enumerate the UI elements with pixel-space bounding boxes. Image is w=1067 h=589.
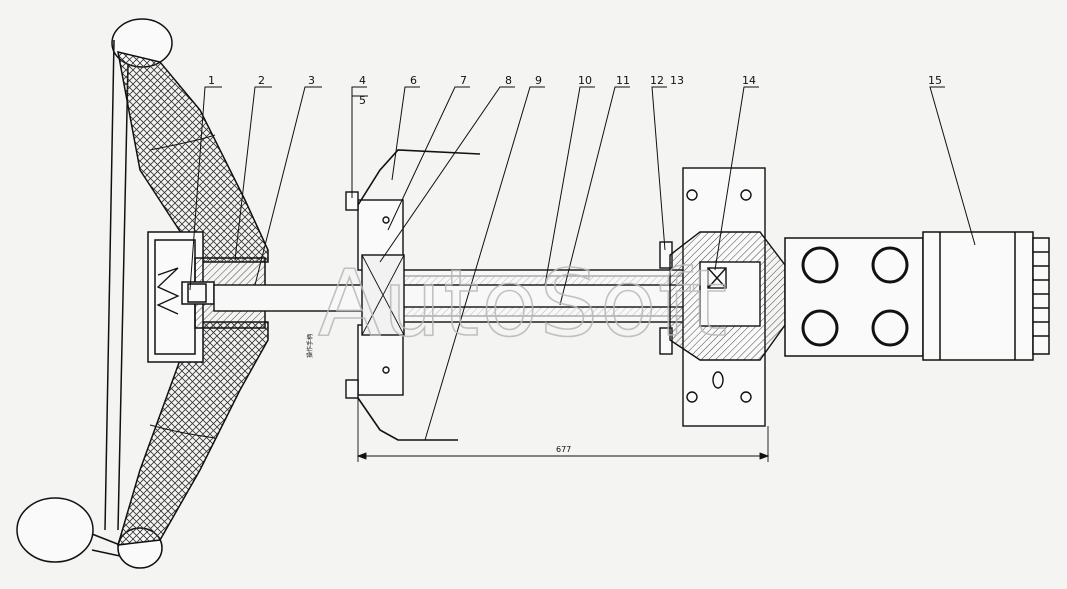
crank-handle-knob <box>16 497 94 563</box>
bolt-bottom <box>345 379 359 399</box>
label-part-6: 6 <box>410 74 417 87</box>
label-part-12: 12 <box>650 74 664 87</box>
leader-lines <box>189 86 976 441</box>
dimension-line <box>356 398 770 462</box>
label-part-4: 4 <box>359 74 366 87</box>
gear-flange <box>659 167 786 427</box>
steering-gear-body <box>784 231 1050 361</box>
label-part-13: 13 <box>670 74 684 87</box>
watermark: AutoSoft <box>318 250 729 357</box>
label-part-8: 8 <box>505 74 512 87</box>
label-part-9: 9 <box>535 74 542 87</box>
label-part-11: 11 <box>616 74 630 87</box>
label-part-7: 7 <box>460 74 467 87</box>
label-part-5: 5 <box>359 94 366 107</box>
handwheel <box>16 18 269 569</box>
label-part-2: 2 <box>258 74 265 87</box>
part-labels: 1 2 3 4 5 6 7 8 9 10 11 12 13 14 15 <box>208 74 942 107</box>
label-part-1: 1 <box>208 74 215 87</box>
dimension-label: 677 <box>556 445 571 454</box>
side-note: 操作手柄 <box>306 334 314 358</box>
label-part-14: 14 <box>742 74 756 87</box>
mounting-bracket <box>345 149 481 441</box>
label-part-10: 10 <box>578 74 592 87</box>
label-part-15: 15 <box>928 74 942 87</box>
input-shaft <box>213 284 365 312</box>
label-part-3: 3 <box>308 74 315 87</box>
